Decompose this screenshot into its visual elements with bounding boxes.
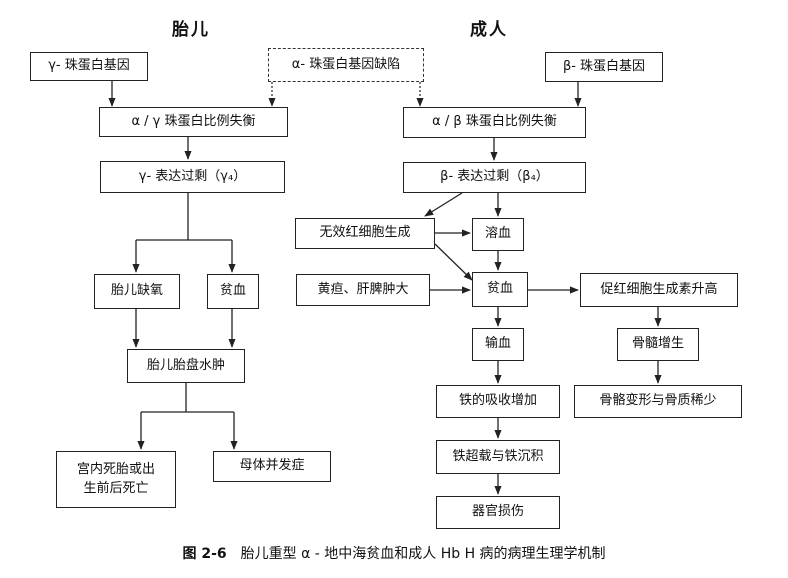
box-hemolysis: 溶血	[472, 218, 524, 251]
box-hydrops-fetalis: 胎儿胎盘水肿	[127, 349, 245, 383]
box-alpha-gamma-imbalance: α / γ 珠蛋白比例失衡	[99, 107, 288, 137]
box-ineffective-erythropoiesis: 无效红细胞生成	[295, 218, 435, 249]
box-iron-absorption-increase: 铁的吸收增加	[436, 385, 560, 418]
box-fetal-hypoxia: 胎儿缺氧	[94, 274, 180, 309]
figure-caption-text: 胎儿重型 α - 地中海贫血和成人 Hb H 病的病理生理学机制	[240, 546, 606, 562]
box-stillbirth-or-perinatal-death: 宫内死胎或出 生前后死亡	[56, 451, 176, 508]
box-adult-anemia: 贫血	[472, 272, 528, 307]
box-alpha-globin-gene-defect: α- 珠蛋白基因缺陷	[268, 48, 424, 82]
header-adult: 成人	[470, 20, 508, 40]
box-organ-damage: 器官损伤	[436, 496, 560, 529]
arrow-beta-excess-to-ineffective	[424, 192, 463, 217]
box-gamma-overexpression: γ- 表达过剩（γ₄）	[100, 161, 285, 193]
box-beta-overexpression: β- 表达过剩（β₄）	[403, 162, 586, 193]
box-fetal-anemia: 贫血	[207, 274, 259, 309]
figure-number: 图 2-6	[182, 546, 227, 562]
arrow-ineffective-to-anemia	[434, 243, 473, 281]
box-beta-globin-gene: β- 珠蛋白基因	[545, 52, 663, 82]
box-blood-transfusion: 输血	[472, 328, 524, 361]
figure-caption: 图 2-6 胎儿重型 α - 地中海贫血和成人 Hb H 病的病理生理学机制	[0, 543, 788, 563]
header-fetus: 胎儿	[172, 20, 210, 40]
box-iron-overload-deposition: 铁超载与铁沉积	[436, 440, 560, 474]
box-skeletal-deformity-osteopenia: 骨骼变形与骨质稀少	[574, 385, 742, 418]
box-maternal-complication: 母体并发症	[213, 451, 331, 482]
box-jaundice-hepatosplenomegaly: 黄疸、肝脾肿大	[296, 274, 430, 306]
box-marrow-hyperplasia: 骨髓增生	[617, 328, 699, 361]
box-erythropoietin-rise: 促红细胞生成素升高	[580, 273, 738, 307]
box-alpha-beta-imbalance: α / β 珠蛋白比例失衡	[403, 107, 586, 138]
box-gamma-globin-gene: γ- 珠蛋白基因	[30, 52, 148, 81]
